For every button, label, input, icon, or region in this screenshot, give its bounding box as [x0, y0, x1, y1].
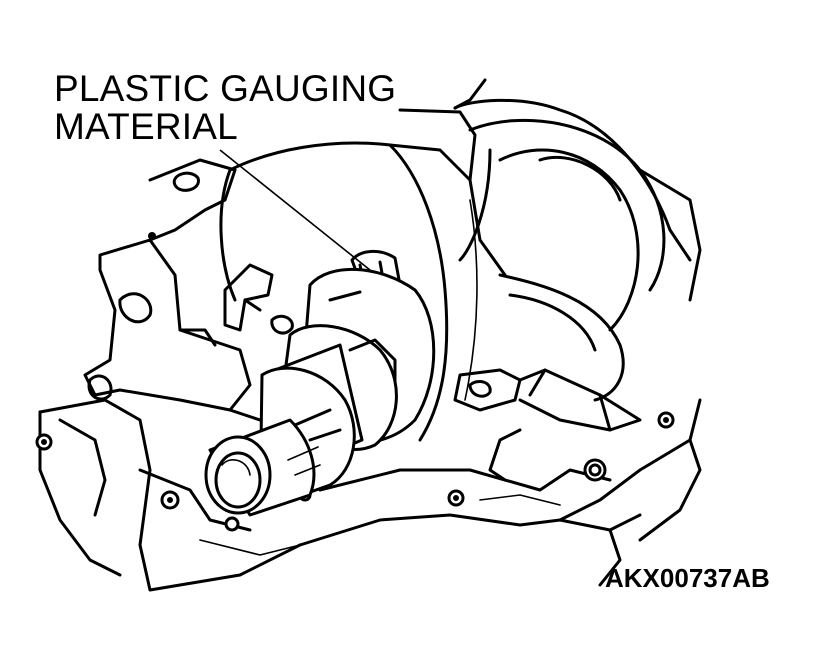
figure-id: AKX00737AB: [605, 563, 770, 593]
main-bearing-cap-right: [453, 368, 642, 482]
callout-line-1: PLASTIC GAUGING: [54, 68, 397, 109]
main-bearing-cap-left: [83, 158, 282, 422]
callout-leader-line: [219, 149, 371, 271]
crankshaft-nose: [204, 268, 436, 517]
callout-line-2: MATERIAL: [54, 106, 238, 147]
crankshaft-counterweight: [453, 78, 702, 402]
crankshaft-journal: [219, 108, 478, 442]
callout-label: PLASTIC GAUGING MATERIAL: [54, 70, 396, 146]
bearing-cap-bracket: [223, 263, 294, 335]
